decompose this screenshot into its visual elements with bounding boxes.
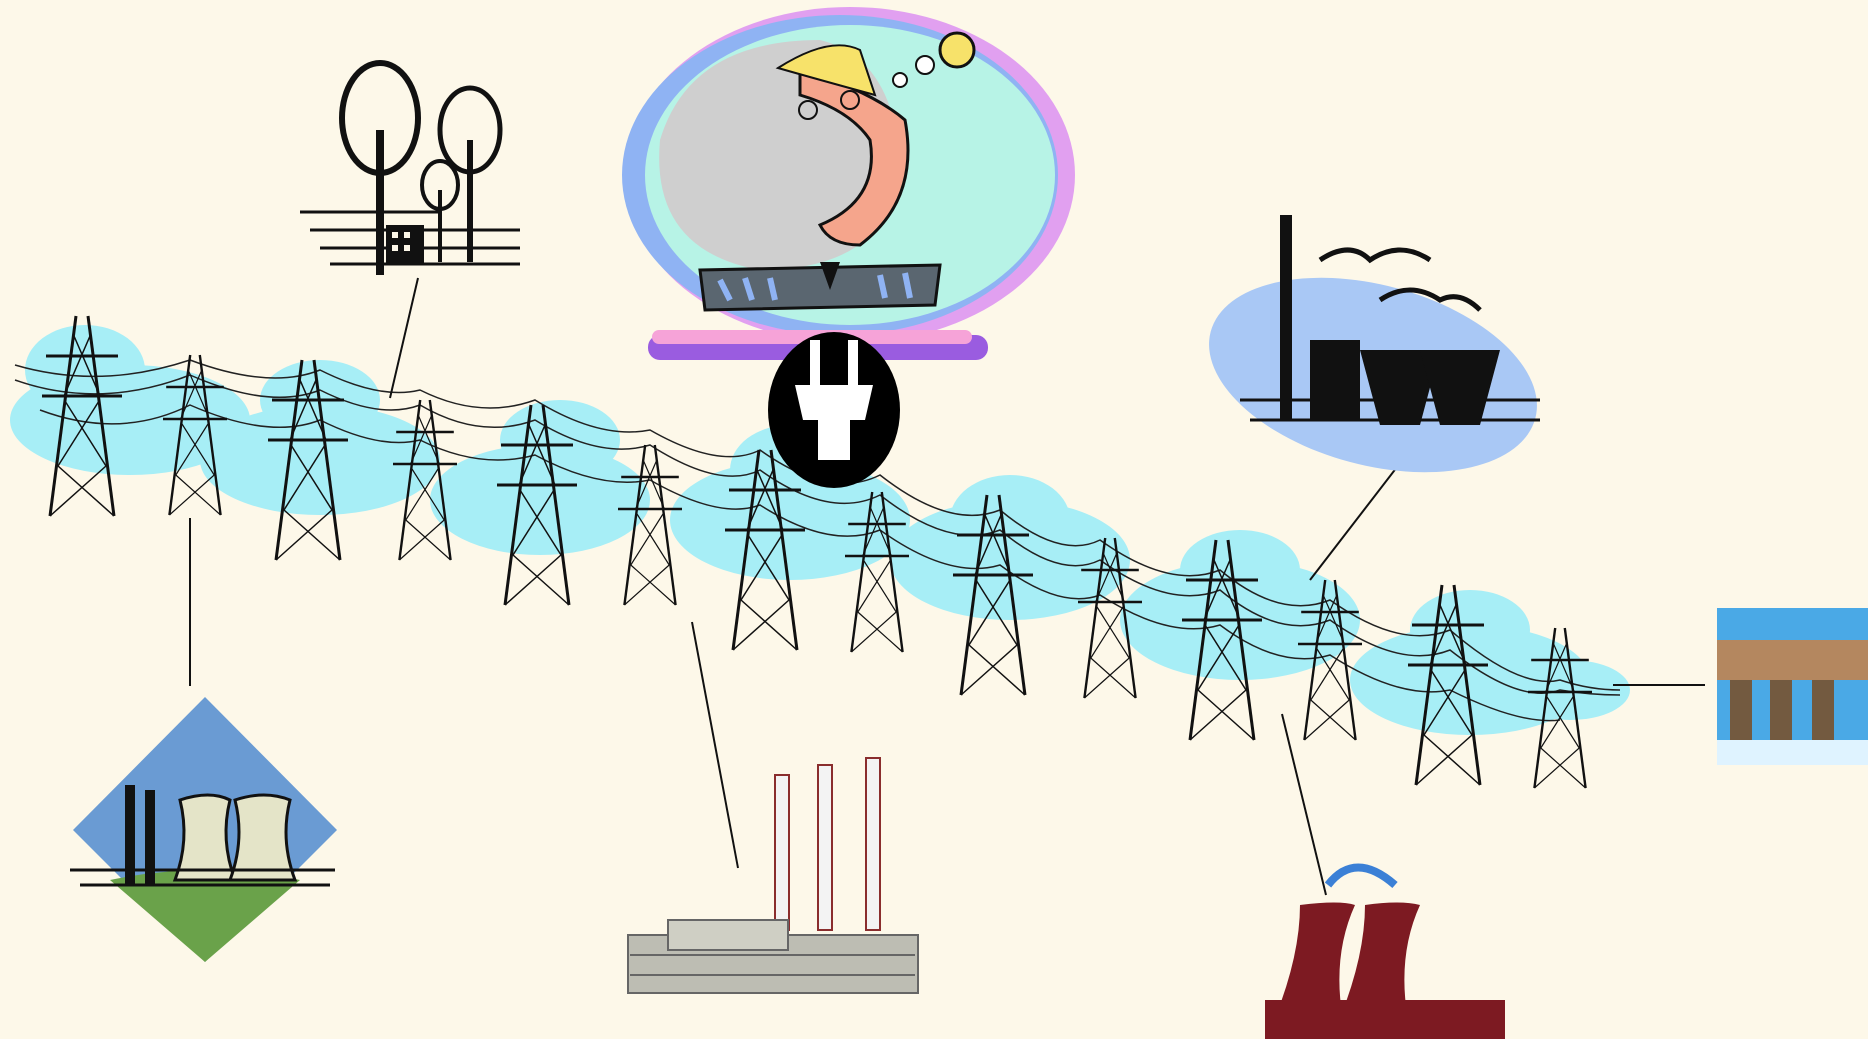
electric-plug-icon bbox=[768, 332, 900, 488]
nuclear-plant-icon bbox=[70, 697, 337, 962]
cooling-towers-icon bbox=[1265, 868, 1505, 1039]
city-trees-icon bbox=[300, 63, 520, 275]
thermal-power-plant-icon bbox=[628, 758, 918, 993]
thinking-person-icon bbox=[622, 7, 1075, 360]
hydro-dam-icon bbox=[1717, 608, 1868, 765]
smoking-factory-icon bbox=[1187, 215, 1558, 505]
